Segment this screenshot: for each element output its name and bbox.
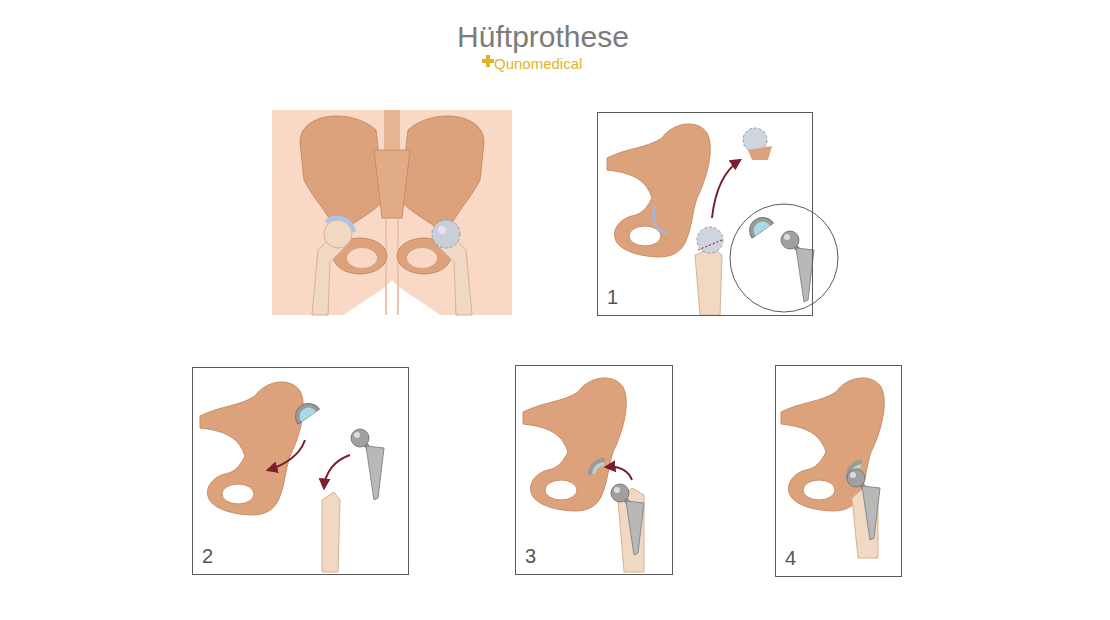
step-panel: 4 [775,365,902,577]
step-panel: 1 [597,112,813,316]
page-title: Hüftprothese [457,22,629,52]
callout-number: 1 [607,287,618,307]
callout-number: 2 [202,546,213,566]
brand-label: Qunomedical [494,56,582,71]
step-panel: 2 [192,367,409,575]
step-panel: 3 [515,365,673,575]
callout-number: 4 [785,548,796,568]
callout-number: 3 [525,546,536,566]
